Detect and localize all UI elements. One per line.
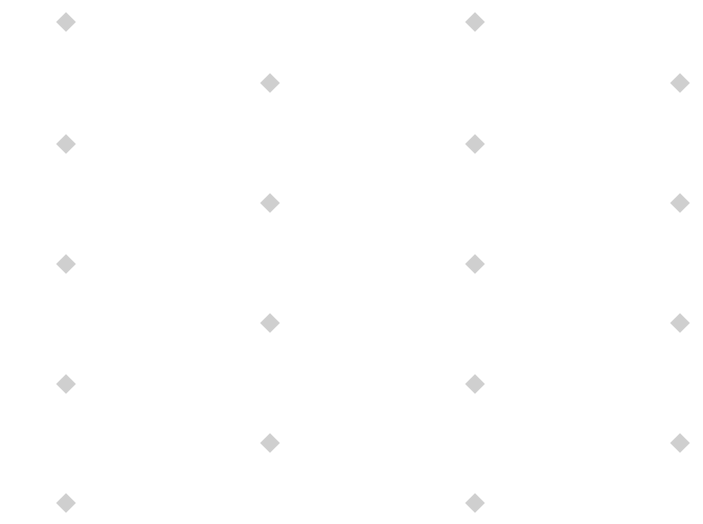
- diamond-icon: [465, 12, 485, 32]
- diamond-icon: [56, 134, 76, 154]
- diamond-icon: [670, 313, 690, 333]
- diamond-icon: [260, 433, 280, 453]
- diamond-icon: [260, 313, 280, 333]
- diamond-icon: [56, 254, 76, 274]
- diamond-icon: [670, 193, 690, 213]
- diamond-icon: [56, 493, 76, 513]
- diamond-icon: [465, 374, 485, 394]
- diamond-icon: [56, 12, 76, 32]
- diamond-icon: [260, 193, 280, 213]
- diamond-icon: [465, 254, 485, 274]
- diamond-icon: [260, 73, 280, 93]
- diamond-icon: [465, 493, 485, 513]
- diamond-icon: [670, 433, 690, 453]
- diamond-icon: [465, 134, 485, 154]
- diamond-icon: [670, 73, 690, 93]
- diamond-icon: [56, 374, 76, 394]
